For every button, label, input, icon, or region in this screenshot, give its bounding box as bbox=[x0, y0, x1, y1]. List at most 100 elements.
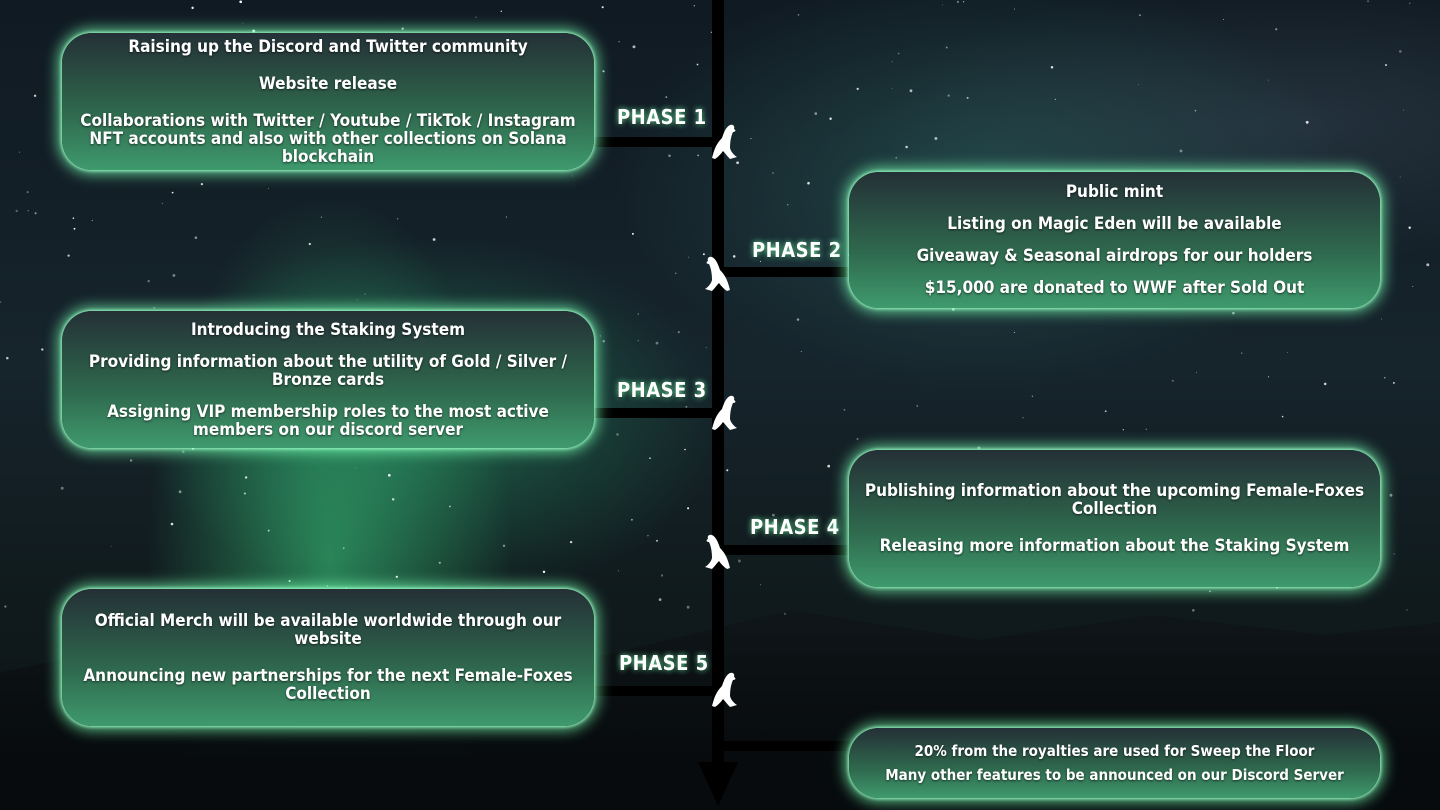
star bbox=[697, 154, 699, 157]
polar-bear-icon bbox=[705, 256, 730, 291]
star bbox=[153, 306, 156, 309]
star bbox=[178, 490, 182, 494]
star bbox=[1122, 429, 1124, 431]
star bbox=[1145, 428, 1147, 430]
star bbox=[1426, 263, 1430, 267]
star bbox=[916, 405, 918, 407]
star bbox=[194, 236, 198, 239]
phase-4-connector bbox=[718, 545, 850, 555]
star bbox=[807, 181, 810, 185]
star bbox=[91, 219, 93, 222]
star bbox=[33, 94, 37, 97]
star bbox=[1192, 609, 1195, 612]
star bbox=[962, 1, 965, 3]
star bbox=[941, 4, 943, 6]
star bbox=[772, 513, 775, 517]
star bbox=[1267, 376, 1270, 378]
star bbox=[616, 433, 619, 436]
star bbox=[1276, 586, 1278, 589]
phase-3-item: Providing information about the utility … bbox=[88, 351, 568, 390]
phase-1-item: Raising up the Discord and Twitter commu… bbox=[128, 36, 528, 57]
star bbox=[934, 137, 938, 140]
star bbox=[750, 138, 752, 140]
star bbox=[655, 341, 659, 345]
star bbox=[1409, 2, 1411, 4]
star bbox=[687, 507, 690, 510]
star bbox=[956, 0, 959, 3]
star bbox=[687, 256, 689, 258]
star bbox=[170, 522, 174, 526]
phase-2-item: Giveaway & Seasonal airdrops for our hol… bbox=[916, 246, 1313, 266]
star bbox=[637, 313, 639, 315]
star bbox=[618, 41, 620, 43]
star bbox=[660, 574, 664, 577]
star bbox=[15, 209, 18, 213]
star bbox=[1050, 66, 1054, 69]
timeline-line bbox=[712, 0, 724, 768]
star bbox=[617, 570, 620, 572]
star bbox=[67, 254, 70, 257]
star bbox=[647, 534, 649, 537]
star bbox=[1408, 226, 1411, 229]
star bbox=[395, 575, 398, 578]
star bbox=[171, 191, 174, 194]
star bbox=[161, 202, 163, 204]
star bbox=[891, 61, 893, 63]
star bbox=[909, 89, 913, 93]
phase-5-item: Official Merch will be available worldwi… bbox=[94, 611, 562, 649]
star bbox=[129, 459, 133, 462]
star bbox=[147, 279, 150, 283]
star bbox=[951, 307, 955, 311]
star bbox=[829, 117, 832, 120]
star bbox=[1138, 14, 1141, 17]
star bbox=[945, 46, 948, 49]
star bbox=[772, 522, 774, 524]
star bbox=[475, 16, 477, 18]
phase-4-item: Publishing information about the upcomin… bbox=[864, 481, 1365, 519]
star bbox=[856, 437, 859, 441]
star bbox=[1399, 176, 1401, 178]
star bbox=[172, 273, 176, 277]
star bbox=[759, 584, 761, 586]
star bbox=[1232, 311, 1235, 315]
phase-6-card: 20% from the royalties are used for Swee… bbox=[849, 728, 1380, 798]
star bbox=[1287, 351, 1289, 353]
star bbox=[1022, 417, 1024, 419]
phase-6-item: Many other features to be announced on o… bbox=[885, 766, 1344, 784]
star bbox=[1385, 64, 1387, 66]
star bbox=[110, 545, 112, 547]
phase-5-connector bbox=[594, 686, 718, 696]
star bbox=[267, 529, 270, 532]
star bbox=[1013, 331, 1015, 333]
phase-1-item: Website release bbox=[258, 73, 398, 94]
phase-2-item: Public mint bbox=[1065, 182, 1164, 202]
phase-3-label: PHASE 3 bbox=[617, 378, 707, 402]
star bbox=[649, 457, 651, 459]
star bbox=[239, 0, 243, 4]
star bbox=[1412, 285, 1414, 287]
star bbox=[1267, 79, 1269, 81]
phase-2-connector bbox=[718, 267, 850, 277]
star bbox=[1195, 372, 1197, 373]
star bbox=[685, 405, 688, 408]
phase-2-label: PHASE 2 bbox=[752, 238, 842, 262]
star bbox=[505, 216, 507, 218]
star bbox=[569, 540, 573, 544]
star bbox=[1384, 376, 1386, 379]
star bbox=[438, 561, 441, 564]
star bbox=[6, 356, 9, 360]
star bbox=[41, 348, 44, 351]
star bbox=[1031, 395, 1034, 397]
star bbox=[355, 467, 357, 469]
star bbox=[356, 298, 358, 300]
star bbox=[18, 151, 20, 153]
star bbox=[1054, 98, 1056, 100]
star bbox=[320, 216, 323, 218]
star bbox=[401, 27, 404, 31]
star bbox=[599, 335, 601, 337]
phase-5-card: Official Merch will be available worldwi… bbox=[62, 589, 594, 726]
star bbox=[674, 272, 677, 275]
phase-4-item: Releasing more information about the Sta… bbox=[879, 536, 1350, 556]
star bbox=[814, 112, 818, 115]
star bbox=[1275, 28, 1278, 31]
